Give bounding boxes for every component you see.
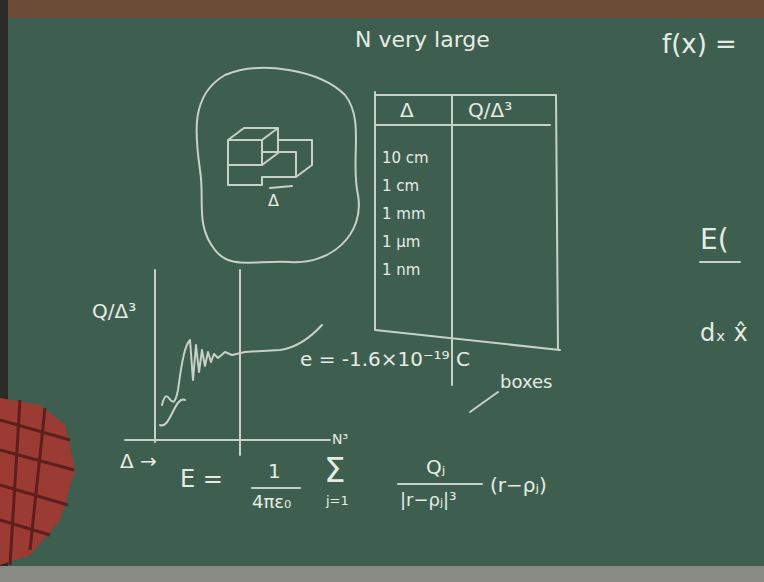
- formula-part: j=1: [326, 494, 349, 508]
- charge-note: e = -1.6×10⁻¹⁹ C: [300, 348, 470, 370]
- partial-text: dₓ x̂: [700, 320, 748, 346]
- formula-part: 4πε₀: [252, 492, 291, 512]
- table-header: Δ: [400, 99, 414, 121]
- partial-text: E(: [700, 225, 729, 256]
- table-header: Q/Δ³: [468, 99, 512, 121]
- formula-part: N³: [332, 432, 348, 447]
- table-cell: 1 cm: [382, 178, 419, 195]
- function-label: f(x) =: [662, 30, 737, 59]
- formula-part: E =: [180, 466, 223, 492]
- formula-part: (r−ρⱼ): [490, 474, 547, 496]
- formula-part: Qⱼ: [426, 456, 445, 478]
- table-cell: 1 nm: [382, 262, 420, 279]
- annotation: boxes: [500, 372, 552, 392]
- table-cell: 1 μm: [382, 234, 420, 251]
- formula-part: |r−ρⱼ|³: [400, 490, 456, 510]
- heading-note: N very large: [355, 28, 490, 52]
- axis-label: Δ →: [120, 450, 157, 472]
- table-cell: 10 cm: [382, 150, 429, 167]
- box-size-label: Δ: [268, 192, 279, 210]
- table-cell: 1 mm: [382, 206, 426, 223]
- formula-part: Σ: [324, 452, 345, 489]
- arm: [0, 398, 75, 565]
- axis-label: Q/Δ³: [92, 300, 136, 322]
- formula-part: 1: [268, 460, 281, 482]
